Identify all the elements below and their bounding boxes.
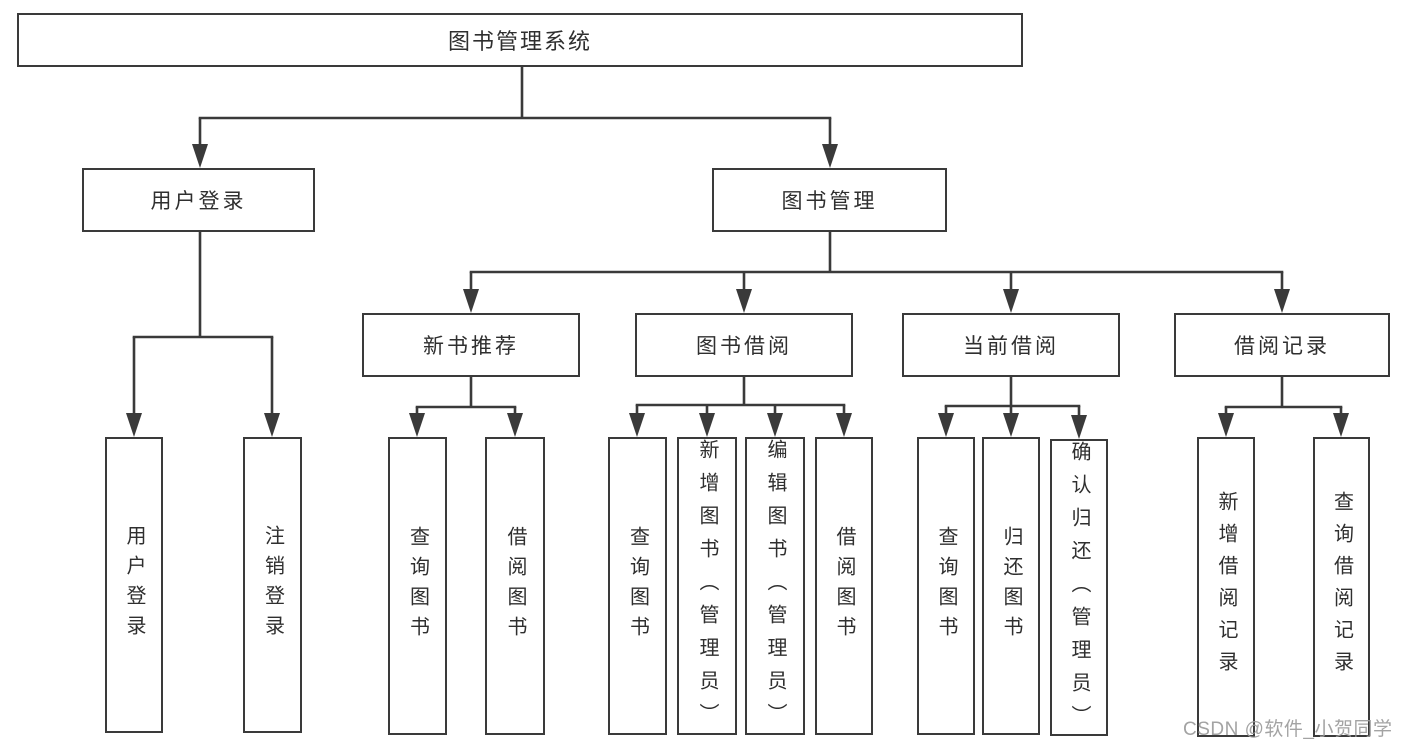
node-label: 确认归还（管理员） <box>1068 441 1090 738</box>
node-label: 查询借阅记录 <box>1330 491 1353 683</box>
node-label: 当前借阅 <box>963 335 1059 358</box>
node-label: 归还图书 <box>1000 526 1022 646</box>
node-confirm-return-admin: 确认归还（管理员） <box>1050 439 1108 738</box>
node-return-books: 归还图书 <box>982 437 1040 735</box>
connector-root-to-children <box>192 66 838 168</box>
node-borrow-records: 借阅记录 <box>1174 313 1390 377</box>
node-new-book-recommend: 新书推荐 <box>362 313 580 377</box>
connector-book-management-to-children <box>463 232 1290 313</box>
node-label: 注销登录 <box>261 525 284 645</box>
node-query-books-current: 查询图书 <box>917 437 975 735</box>
node-book-management: 图书管理 <box>712 168 947 232</box>
node-label: 图书管理 <box>781 190 878 213</box>
connector-new-book-recommend-to-children <box>409 377 523 437</box>
connector-user-login-to-children <box>126 232 280 437</box>
node-label: 查询图书 <box>935 526 957 646</box>
node-label: 编辑图书（管理员） <box>764 439 786 736</box>
node-edit-books-admin: 编辑图书（管理员） <box>745 437 805 736</box>
node-current-borrow: 当前借阅 <box>902 313 1120 377</box>
node-label: 新增借阅记录 <box>1215 491 1237 683</box>
node-add-borrow-record: 新增借阅记录 <box>1197 437 1255 737</box>
node-query-books-borrow: 查询图书 <box>608 437 667 735</box>
node-label: 图书管理系统 <box>447 29 592 54</box>
node-book-borrow: 图书借阅 <box>635 313 853 377</box>
node-query-borrow-record: 查询借阅记录 <box>1313 437 1370 737</box>
node-user-login-leaf: 用户登录 <box>105 437 163 733</box>
node-label: 借阅记录 <box>1234 335 1330 358</box>
node-borrow-books-leaf: 借阅图书 <box>815 437 873 735</box>
csdn-watermark: CSDN @软件_小贺同学 <box>1183 719 1393 740</box>
connector-current-borrow-to-children <box>938 377 1087 439</box>
node-label: 新增图书（管理员） <box>696 439 718 736</box>
connector-book-borrow-to-children <box>629 377 852 437</box>
node-library-management-system: 图书管理系统 <box>17 13 1023 67</box>
node-label: 借阅图书 <box>833 526 855 646</box>
node-user-login: 用户登录 <box>82 168 315 232</box>
node-label: 用户登录 <box>150 190 247 213</box>
node-add-books-admin: 新增图书（管理员） <box>677 437 737 736</box>
node-label: 用户登录 <box>123 525 145 645</box>
node-borrow-books-recommend: 借阅图书 <box>485 437 545 735</box>
node-label: 新书推荐 <box>423 335 519 358</box>
connector-borrow-records-to-children <box>1218 377 1349 437</box>
node-label: 图书借阅 <box>696 335 792 358</box>
node-label: 借阅图书 <box>504 526 526 646</box>
node-logout: 注销登录 <box>243 437 302 733</box>
node-label: 查询图书 <box>626 526 649 646</box>
node-label: 查询图书 <box>406 526 429 646</box>
node-query-books-recommend: 查询图书 <box>388 437 447 735</box>
